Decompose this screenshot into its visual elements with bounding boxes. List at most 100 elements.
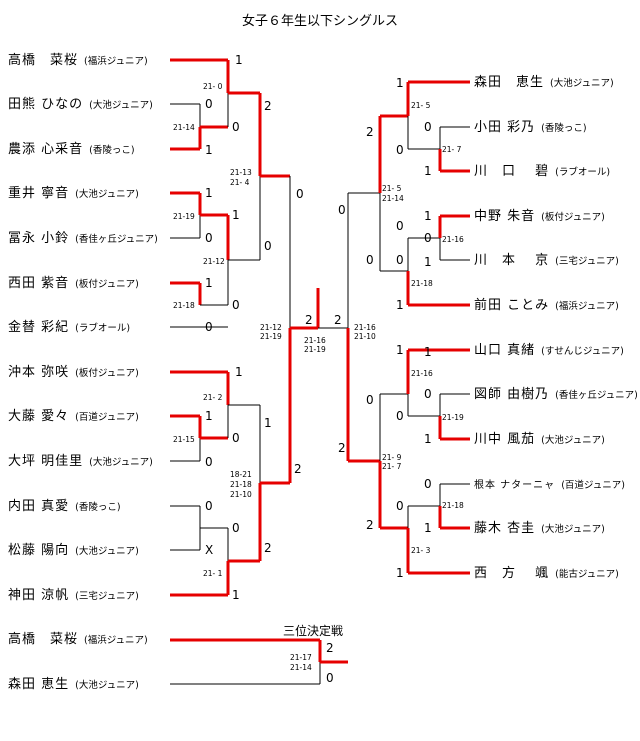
score: 21-14 [173, 123, 195, 132]
left-player-2: 田熊 ひなの(大池ジュニア) [8, 97, 153, 112]
right-player-11: 藤木 杏圭(大池ジュニア) [474, 521, 605, 536]
result: 1 [205, 143, 213, 157]
score: 21-17 [290, 653, 312, 662]
result: 1 [424, 345, 432, 359]
score: 21-16 [442, 235, 464, 244]
right-player-9: 川中 風茄(大池ジュニア) [474, 432, 605, 447]
result: 0 [205, 499, 213, 513]
score: 21-13 [230, 168, 252, 177]
result: 2 [264, 99, 272, 113]
right-player-12: 西 方 颯(能古ジュニア) [474, 566, 619, 581]
result: 0 [396, 143, 404, 157]
score: 21- 3 [411, 546, 431, 555]
result: 0 [366, 253, 374, 267]
result: 1 [232, 208, 240, 222]
score: 21-19 [260, 332, 282, 341]
result: 0 [205, 455, 213, 469]
result: 0 [232, 120, 240, 134]
score: 21-18 [411, 279, 433, 288]
result: 0 [396, 253, 404, 267]
score: 21- 7 [382, 462, 402, 471]
result: 0 [424, 120, 432, 134]
score: 21-12 [203, 257, 225, 266]
result: 1 [205, 409, 213, 423]
result: 0 [424, 231, 432, 245]
result: 1 [205, 276, 213, 290]
right-player-6: 前田 ことみ(福浜ジュニア) [474, 298, 619, 313]
score: 18-21 [230, 470, 252, 479]
result: 2 [366, 518, 374, 532]
score: 21-18 [173, 301, 195, 310]
page-title: 女子６年生以下シングルス [241, 14, 398, 29]
left-player-3: 農添 心采音(香陵っこ) [8, 142, 135, 157]
result: 2 [305, 313, 313, 327]
score: 21- 5 [382, 184, 402, 193]
result: 1 [424, 209, 432, 223]
score: 21-16 [411, 369, 433, 378]
result: 1 [396, 76, 404, 90]
result: 1 [205, 186, 213, 200]
right-player-10: 根本 ナターニャ(百道ジュニア) [474, 480, 625, 491]
result: 0 [232, 431, 240, 445]
score: 21- 0 [203, 82, 223, 91]
score: 21-14 [290, 663, 312, 672]
result: 1 [232, 588, 240, 602]
right-player-8: 図師 由樹乃(香佳ヶ丘ジュニア) [474, 387, 638, 402]
result: 2 [334, 313, 342, 327]
result: 0 [366, 393, 374, 407]
result: 0 [264, 239, 272, 253]
score: 21-19 [173, 212, 195, 221]
right-player-3: 川 口 碧(ラブオール) [474, 164, 611, 179]
result: 1 [235, 365, 243, 379]
right-player-7: 山口 真緒(すせんじジュニア) [474, 343, 624, 358]
result: 0 [326, 671, 334, 685]
result: 0 [396, 219, 404, 233]
result: 0 [396, 409, 404, 423]
third-place-player-1: 高橋 菜桜(福浜ジュニア) [8, 632, 148, 647]
score: 21- 4 [230, 178, 250, 187]
score: 21-10 [230, 490, 252, 499]
score: 21-14 [382, 194, 404, 203]
left-player-9: 大藤 愛々(百道ジュニア) [8, 409, 139, 424]
left-player-11: 内田 真愛(香陵っこ) [8, 499, 121, 514]
result: 0 [396, 499, 404, 513]
right-player-2: 小田 彩乃(香陵っこ) [474, 120, 587, 135]
right-player-5: 川 本 京(三宅ジュニア) [474, 253, 619, 268]
result: 1 [396, 298, 404, 312]
left-player-7: 金替 彩紀(ラブオール) [8, 320, 131, 335]
result: 1 [264, 416, 272, 430]
right-player-1: 森田 恵生(大池ジュニア) [474, 75, 614, 90]
result: 1 [424, 164, 432, 178]
score: 21-19 [304, 345, 326, 354]
left-player-1: 高橋 菜桜(福浜ジュニア) [8, 53, 148, 68]
third-place-player-2: 森田 恵生(大池ジュニア) [8, 677, 139, 692]
result: 1 [424, 432, 432, 446]
third-place-title: 三位決定戦 [283, 624, 344, 638]
result: 2 [326, 641, 334, 655]
result: 1 [396, 566, 404, 580]
result: 1 [424, 255, 432, 269]
right-player-4: 中野 朱音(板付ジュニア) [474, 209, 605, 224]
left-player-10: 大坪 明佳里(大池ジュニア) [8, 454, 153, 469]
result: 0 [424, 477, 432, 491]
left-player-5: 冨永 小鈴(香佳ヶ丘ジュニア) [8, 231, 158, 246]
result: X [205, 543, 213, 557]
result: 1 [396, 343, 404, 357]
score: 21- 1 [203, 569, 223, 578]
result: 0 [232, 521, 240, 535]
score: 21-19 [442, 413, 464, 422]
left-player-12: 松藤 陽向(大池ジュニア) [8, 543, 139, 558]
result: 2 [338, 441, 346, 455]
left-player-4: 重井 寧音(大池ジュニア) [8, 186, 139, 201]
result: 0 [296, 187, 304, 201]
result: 0 [232, 298, 240, 312]
result: 2 [294, 462, 302, 476]
score: 21- 2 [203, 393, 223, 402]
left-player-6: 西田 紫音(板付ジュニア) [8, 276, 139, 291]
result: 1 [235, 53, 243, 67]
left-player-13: 神田 涼帆(三宅ジュニア) [8, 588, 139, 603]
score: 21- 9 [382, 453, 402, 462]
left-player-8: 沖本 弥咲(板付ジュニア) [8, 365, 139, 380]
result: 0 [205, 231, 213, 245]
